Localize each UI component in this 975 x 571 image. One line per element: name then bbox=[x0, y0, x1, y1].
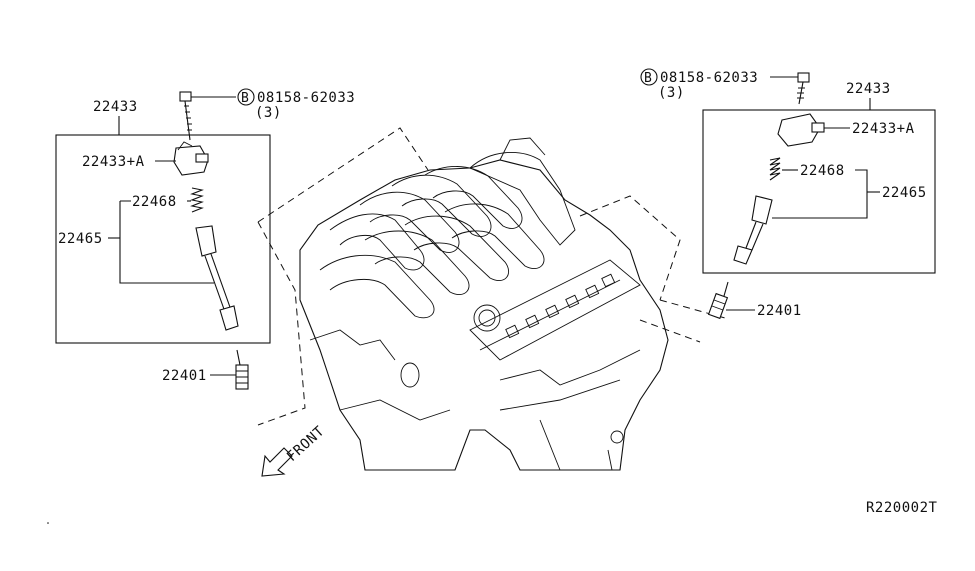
right-bolt-symbol: B bbox=[644, 71, 652, 86]
right-coil-assembly-label: 22433 bbox=[846, 81, 891, 97]
left-spring-label: 22468 bbox=[132, 194, 177, 210]
right-boot-icon bbox=[733, 195, 773, 265]
right-bolt-part-number: 08158-62033 bbox=[660, 70, 758, 86]
left-assembly: 22433 B 08158-62033 (3) 22433+A 22468 22… bbox=[55, 88, 355, 390]
left-bolt-symbol: B bbox=[241, 91, 249, 106]
left-assembly-box bbox=[55, 134, 271, 344]
right-coil-a-label: 22433+A bbox=[852, 121, 915, 137]
left-boot-label: 22465 bbox=[58, 231, 103, 247]
left-dash-side bbox=[257, 221, 306, 426]
right-dash-low bbox=[639, 299, 726, 343]
left-bolt-quantity: (3) bbox=[255, 105, 282, 121]
left-spring-icon bbox=[190, 187, 204, 213]
left-boot-icon bbox=[195, 225, 239, 331]
left-bolt-part-number: 08158-62033 bbox=[257, 90, 355, 106]
left-plug-label: 22401 bbox=[162, 368, 207, 384]
right-boot-label: 22465 bbox=[882, 185, 927, 201]
left-spark-plug-icon bbox=[235, 349, 249, 390]
right-bolt-symbol-circle bbox=[640, 68, 658, 86]
diagram-code: R220002T bbox=[866, 500, 938, 516]
coil-bores bbox=[505, 273, 616, 339]
right-bolt-quantity: (3) bbox=[658, 85, 685, 101]
right-spring-icon bbox=[769, 157, 781, 181]
right-dash-top bbox=[579, 195, 681, 301]
right-ignition-coil-icon bbox=[777, 113, 825, 147]
front-arrow: FRONT bbox=[261, 423, 328, 477]
left-coil-assembly-label: 22433 bbox=[93, 99, 138, 115]
left-bolt-icon bbox=[179, 91, 192, 141]
front-arrow-icon bbox=[261, 447, 293, 477]
front-label: FRONT bbox=[284, 423, 328, 465]
right-plug-label: 22401 bbox=[757, 303, 802, 319]
right-spring-label: 22468 bbox=[800, 163, 845, 179]
left-ignition-coil-icon bbox=[173, 141, 209, 176]
right-assembly-box bbox=[702, 109, 936, 274]
left-coil-a-label: 22433+A bbox=[82, 154, 145, 170]
left-bolt-symbol-circle bbox=[237, 88, 255, 106]
right-bolt-icon bbox=[797, 72, 810, 105]
right-assembly: 22433 B 08158-62033 (3) 22433+A 22468 22… bbox=[640, 68, 936, 320]
right-spark-plug-icon bbox=[707, 281, 729, 320]
left-dash-top bbox=[257, 127, 429, 223]
speck bbox=[47, 522, 49, 524]
engine-illustration bbox=[299, 137, 669, 471]
